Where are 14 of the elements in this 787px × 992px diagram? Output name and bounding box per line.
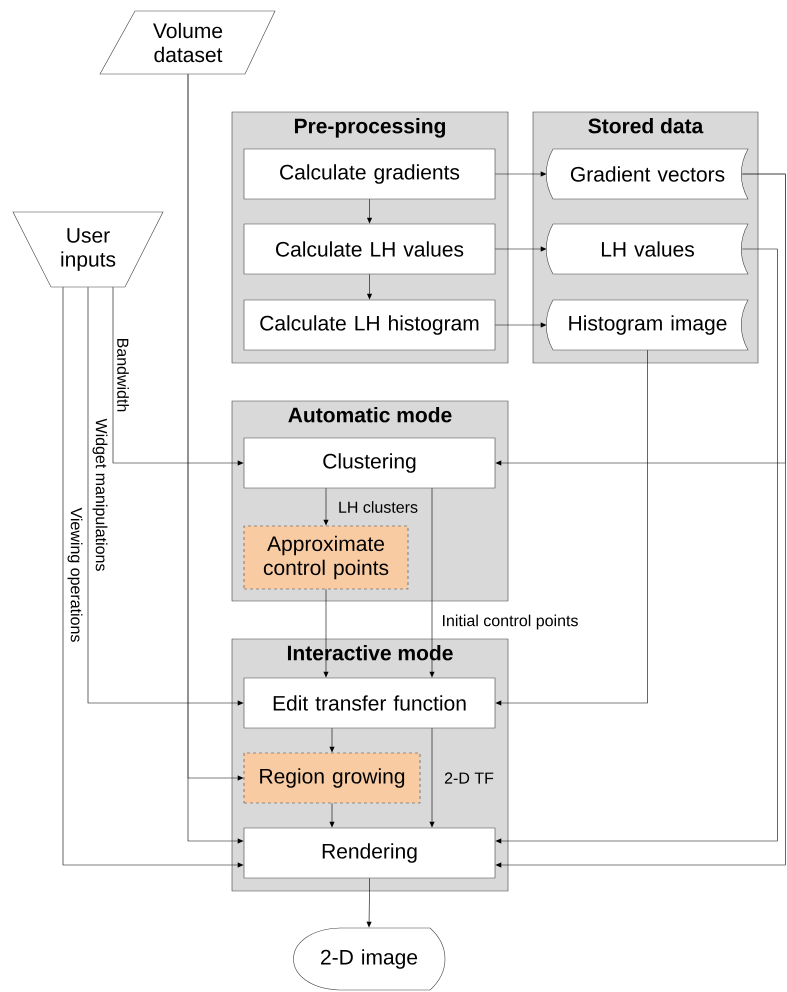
edge-label: Viewing operations	[66, 506, 84, 644]
process-box: Region growing	[244, 752, 420, 804]
process-box: Calculate LH histogram	[244, 300, 496, 350]
process-box: Approximate control points	[244, 526, 408, 590]
edge-label: LH clusters	[337, 500, 420, 514]
process-box: Calculate gradients	[244, 148, 496, 200]
edge-label: Bandwidth	[116, 336, 130, 414]
edge-label: 2-D TF	[443, 771, 495, 785]
process-box: Rendering	[244, 828, 496, 878]
process-box: Calculate LH values	[244, 224, 496, 274]
edge-label: Widget manipulations	[92, 418, 108, 572]
process-box: Edit transfer function	[244, 678, 496, 728]
process-box: Clustering	[244, 438, 496, 488]
edge-label: Initial control points	[440, 614, 580, 630]
